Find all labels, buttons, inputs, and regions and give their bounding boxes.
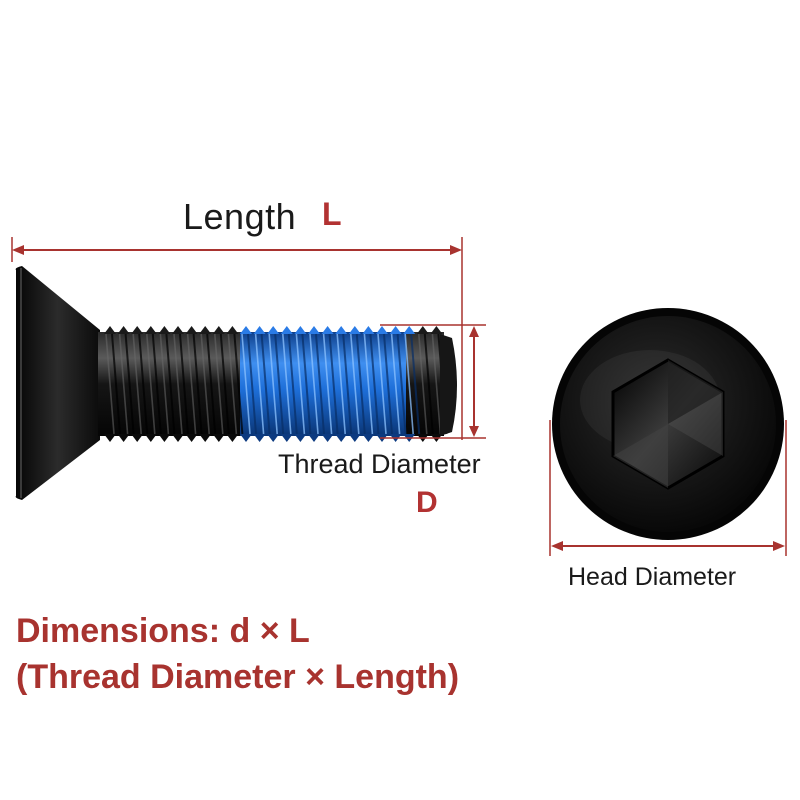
length-dimension [11, 237, 463, 440]
thread-diameter-label: Thread Diameter [278, 449, 481, 479]
countersunk-screw-side-icon [15, 266, 457, 500]
length-symbol: L [322, 196, 342, 232]
head-diameter-dimension [549, 420, 787, 556]
dimensions-formula-explanation: (Thread Diameter × Length) [16, 658, 460, 696]
head-diameter-label: Head Diameter [568, 563, 737, 591]
thread-ridges [104, 326, 448, 442]
thread-diameter-symbol: D [416, 486, 438, 519]
hex-socket-head-icon [552, 308, 784, 540]
length-label: Length [183, 196, 297, 237]
dimensions-formula: Dimensions: d × L [16, 612, 310, 650]
thread-diameter-dimension [380, 324, 486, 439]
